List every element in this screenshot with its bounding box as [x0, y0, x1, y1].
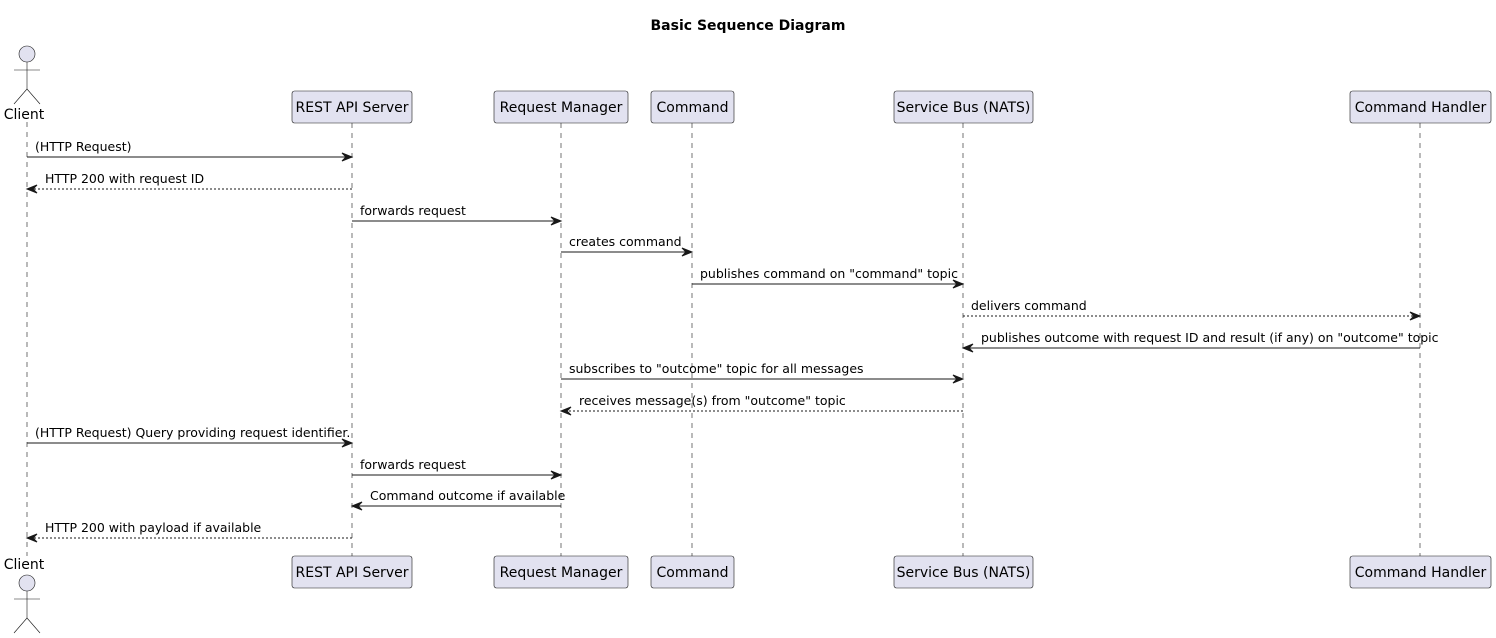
message-label: forwards request [360, 203, 466, 218]
actor-head-icon [18, 574, 36, 592]
message-12: Command outcome if available [350, 488, 566, 511]
participant-label: REST API Server [296, 100, 409, 116]
message-label: subscribes to "outcome" topic for all me… [569, 361, 864, 376]
message-9: receives message(s) from "outcome" topic [559, 393, 963, 416]
arrow-head-icon [25, 533, 38, 543]
arrow-head-icon [25, 184, 38, 194]
message-4: creates command [561, 234, 694, 257]
actor-left-leg [13, 88, 28, 105]
message-label: delivers command [971, 298, 1087, 313]
message-1: (HTTP Request) [27, 139, 354, 162]
participant-handler-top: Command Handler [1349, 90, 1492, 124]
participant-box [493, 555, 629, 589]
message-2: HTTP 200 with request ID [25, 171, 352, 194]
arrow-head-icon [1409, 311, 1422, 321]
lifelines-layer [26, 122, 1421, 556]
message-label: creates command [569, 234, 682, 249]
arrow-head-icon [341, 438, 354, 448]
message-label: Command outcome if available [370, 488, 566, 503]
actor-right-leg [26, 88, 41, 105]
participant-label: Service Bus (NATS) [897, 100, 1031, 116]
arrow-head-icon [550, 216, 563, 226]
message-11: forwards request [352, 457, 563, 480]
message-label: receives message(s) from "outcome" topic [579, 393, 846, 408]
message-8: subscribes to "outcome" topic for all me… [561, 361, 965, 384]
participant-box [1349, 90, 1492, 124]
participant-label: Request Manager [500, 100, 623, 116]
participant-rest-bottom: REST API Server [291, 555, 413, 589]
participant-box [493, 90, 629, 124]
actor-top: Client [4, 45, 45, 123]
actor-right-leg [26, 617, 41, 634]
message-13: HTTP 200 with payload if available [25, 520, 352, 543]
participant-box [893, 555, 1034, 589]
participant-label: Request Manager [500, 565, 623, 581]
participant-cmd-bottom: Command [650, 555, 735, 589]
actor-label-bottom: Client [4, 557, 45, 573]
arrow-head-icon [550, 470, 563, 480]
arrow-head-icon [341, 152, 354, 162]
participant-box [893, 90, 1034, 124]
participant-cmd-top: Command [650, 90, 735, 124]
participant-label: REST API Server [296, 565, 409, 581]
message-label: (HTTP Request) [35, 139, 132, 154]
participant-rm-top: Request Manager [493, 90, 629, 124]
diagram-title: Basic Sequence Diagram [651, 18, 846, 34]
message-label: publishes outcome with request ID and re… [981, 330, 1439, 345]
message-label: forwards request [360, 457, 466, 472]
actor-label-top: Client [4, 107, 45, 123]
message-3: forwards request [352, 203, 563, 226]
message-6: delivers command [963, 298, 1422, 321]
message-label: (HTTP Request) Query providing request i… [35, 425, 350, 440]
participant-rest-top: REST API Server [291, 90, 413, 124]
participant-label: Command Handler [1355, 565, 1487, 581]
participants-top-layer: Client REST API Server Request Manager Comm… [4, 45, 1492, 124]
participant-rm-bottom: Request Manager [493, 555, 629, 589]
participant-box [1349, 555, 1492, 589]
message-7: publishes outcome with request ID and re… [961, 330, 1439, 353]
arrow-head-icon [952, 374, 965, 384]
participant-bus-top: Service Bus (NATS) [893, 90, 1034, 124]
messages-layer: (HTTP Request) HTTP 200 with request ID fo… [25, 139, 1439, 543]
actor-bottom: Client [4, 557, 45, 634]
message-10: (HTTP Request) Query providing request i… [27, 425, 354, 448]
message-label: publishes command on "command" topic [700, 266, 958, 281]
participant-box [291, 555, 413, 589]
arrow-head-icon [350, 501, 363, 511]
participant-label: Command [657, 100, 729, 116]
participant-box [650, 90, 735, 124]
actor-left-leg [13, 617, 28, 634]
participant-box [650, 555, 735, 589]
message-label: HTTP 200 with payload if available [45, 520, 262, 535]
message-label: HTTP 200 with request ID [45, 171, 204, 186]
message-5: publishes command on "command" topic [692, 266, 965, 289]
participant-label: Command [657, 565, 729, 581]
participant-bus-bottom: Service Bus (NATS) [893, 555, 1034, 589]
participant-handler-bottom: Command Handler [1349, 555, 1492, 589]
arrow-head-icon [559, 406, 572, 416]
participant-label: Command Handler [1355, 100, 1487, 116]
arrow-head-icon [681, 247, 694, 257]
participant-box [291, 90, 413, 124]
actor-head-icon [18, 45, 36, 63]
participant-label: Service Bus (NATS) [897, 565, 1031, 581]
arrow-head-icon [952, 279, 965, 289]
arrow-head-icon [961, 343, 974, 353]
